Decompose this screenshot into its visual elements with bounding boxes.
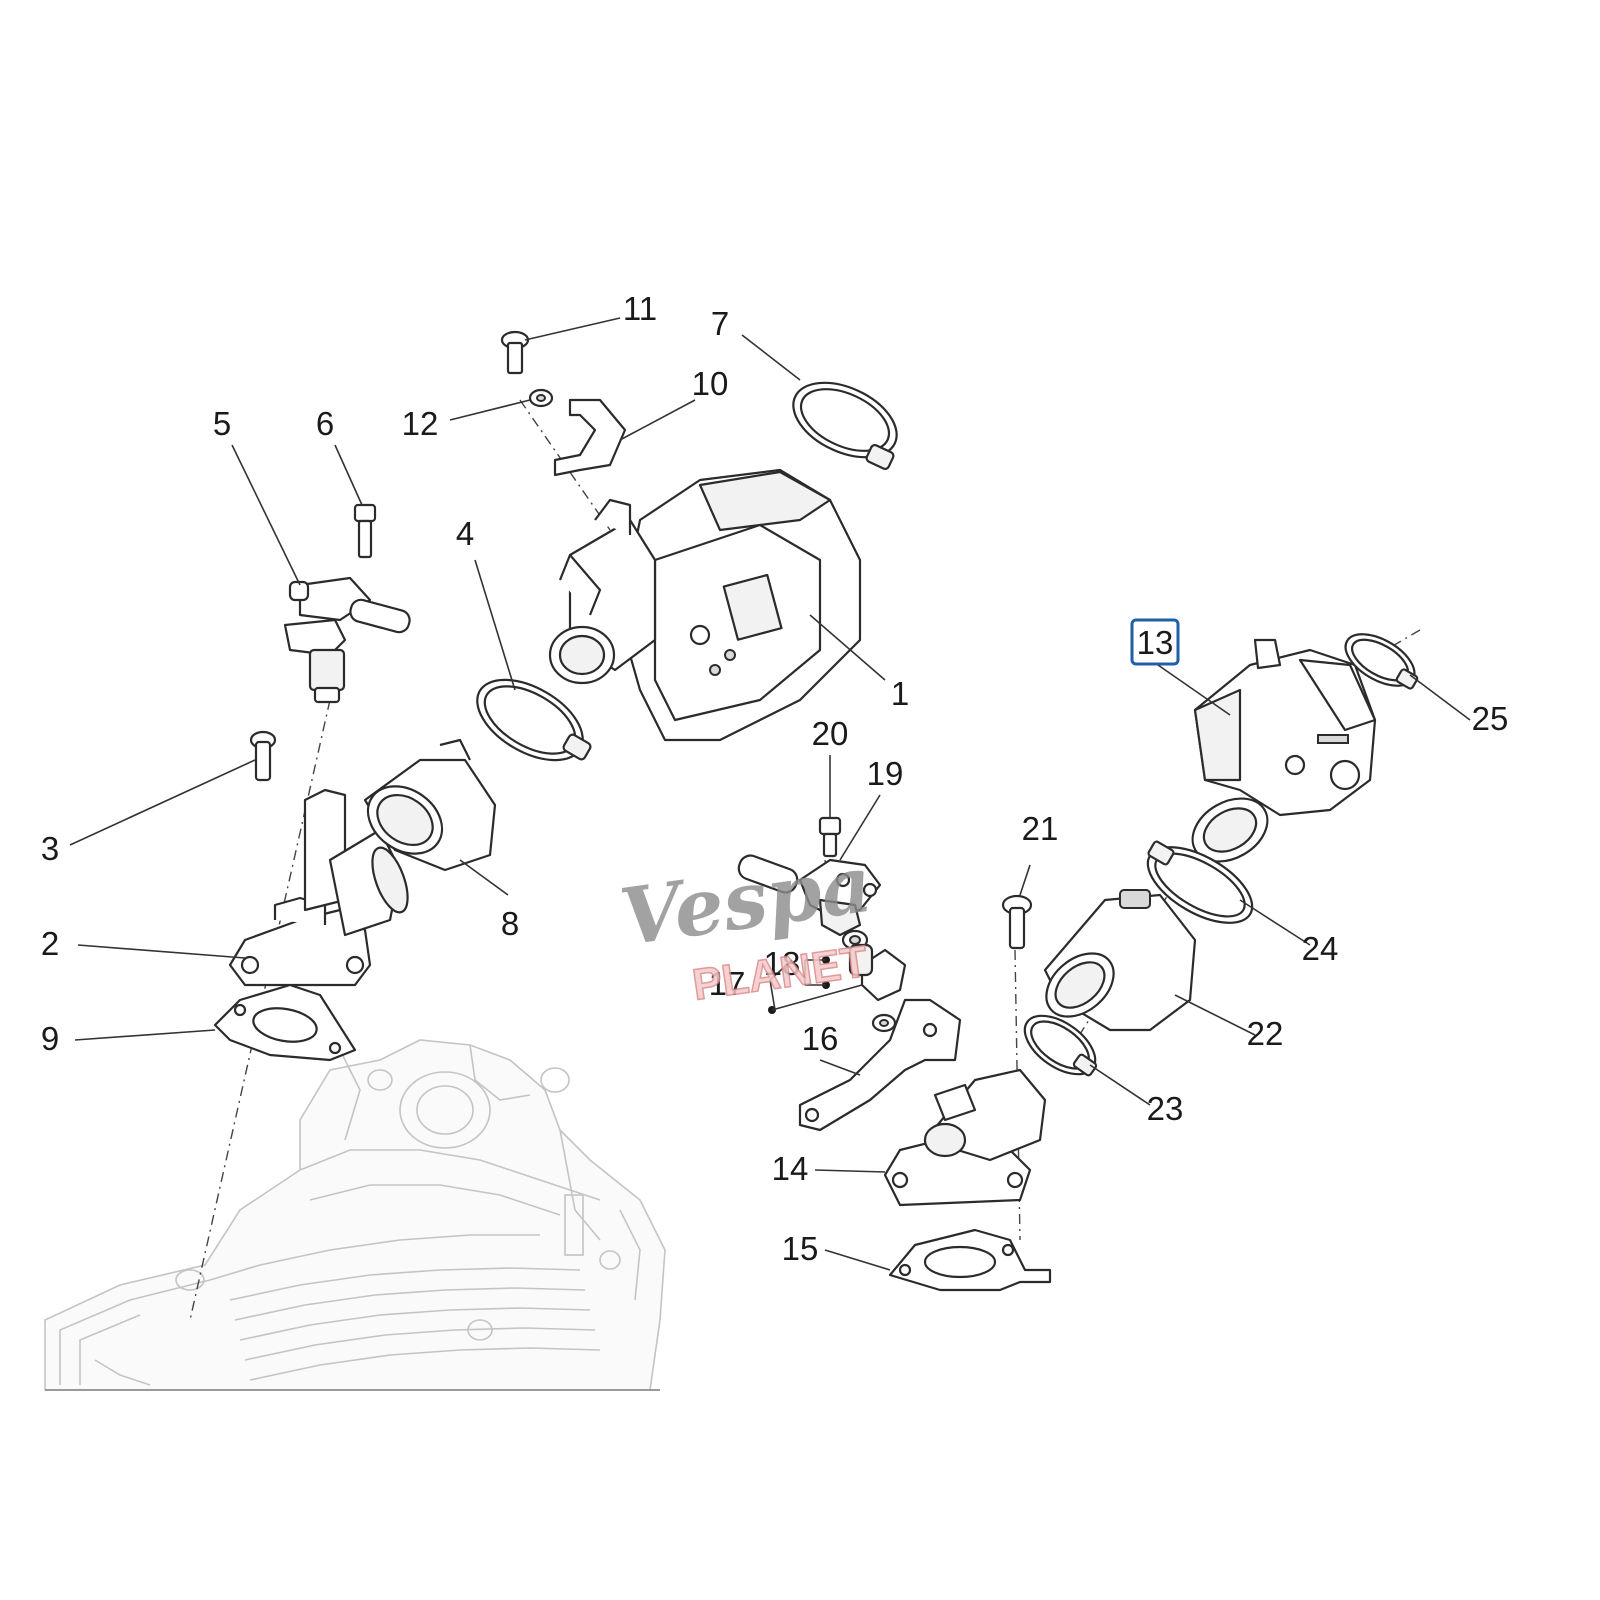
engine-block-ghost bbox=[44, 1039, 666, 1391]
callout-1: 1 bbox=[891, 675, 909, 712]
part-11-screw bbox=[500, 330, 530, 375]
leader-lines bbox=[69, 317, 1471, 1271]
callout-25: 25 bbox=[1472, 700, 1509, 737]
callout-22: 22 bbox=[1247, 1015, 1284, 1052]
part-3-screw bbox=[249, 730, 277, 782]
callout-19: 19 bbox=[867, 755, 904, 792]
part-7-clamp bbox=[792, 381, 898, 471]
part-8-rubber-union bbox=[363, 738, 497, 872]
callout-3: 3 bbox=[41, 830, 59, 867]
part-5-injector bbox=[283, 576, 411, 704]
part-23-clamp bbox=[1023, 1014, 1098, 1077]
callout-9: 9 bbox=[41, 1020, 59, 1057]
callout-20: 20 bbox=[812, 715, 849, 752]
part-15-gasket bbox=[888, 1228, 1052, 1292]
part-2-intake-manifold bbox=[228, 788, 409, 987]
part-22-rubber-union bbox=[1043, 889, 1197, 1032]
part-25-clamp bbox=[1344, 633, 1419, 690]
callout-12: 12 bbox=[402, 405, 439, 442]
callout-7: 7 bbox=[711, 305, 729, 342]
callout-14: 14 bbox=[772, 1150, 809, 1187]
part-24-clamp bbox=[1146, 840, 1254, 924]
callout-5: 5 bbox=[213, 405, 231, 442]
callout-16: 16 bbox=[802, 1020, 839, 1057]
callout-4: 4 bbox=[456, 515, 474, 552]
callout-13-highlight-box bbox=[1130, 618, 1180, 666]
part-13-throttle-body-assy bbox=[1191, 638, 1377, 863]
callout-23: 23 bbox=[1147, 1090, 1184, 1127]
part-10-bracket bbox=[553, 398, 627, 477]
part-21-screw bbox=[1001, 894, 1033, 950]
callout-labels: 1 2 3 4 5 6 7 8 9 10 11 12 13 14 15 16 1… bbox=[41, 290, 1509, 1267]
callout-21: 21 bbox=[1022, 810, 1059, 847]
callout-11: 11 bbox=[623, 290, 657, 327]
callout-15: 15 bbox=[782, 1230, 819, 1267]
part-1-throttle-body bbox=[548, 468, 862, 742]
callout-13: 13 bbox=[1137, 624, 1174, 661]
part-12-washer bbox=[528, 388, 554, 408]
callout-10: 10 bbox=[692, 365, 729, 402]
part-6-bolt bbox=[353, 503, 377, 559]
callout-24: 24 bbox=[1302, 930, 1339, 967]
callout-6: 6 bbox=[316, 405, 334, 442]
watermark-logo: Vespa PLANET bbox=[615, 839, 877, 1011]
part-20-bolt bbox=[818, 816, 842, 858]
callout-18: 18 bbox=[764, 945, 801, 982]
part-4-clamp bbox=[476, 678, 592, 762]
part-14-intake-manifold bbox=[883, 1068, 1047, 1207]
callout-2: 2 bbox=[41, 925, 59, 962]
part-16-bracket bbox=[798, 998, 962, 1132]
part-9-gasket bbox=[213, 983, 357, 1062]
part-19-injector bbox=[737, 854, 882, 937]
callout-17: 17 bbox=[709, 965, 746, 1002]
callout-8: 8 bbox=[501, 905, 519, 942]
